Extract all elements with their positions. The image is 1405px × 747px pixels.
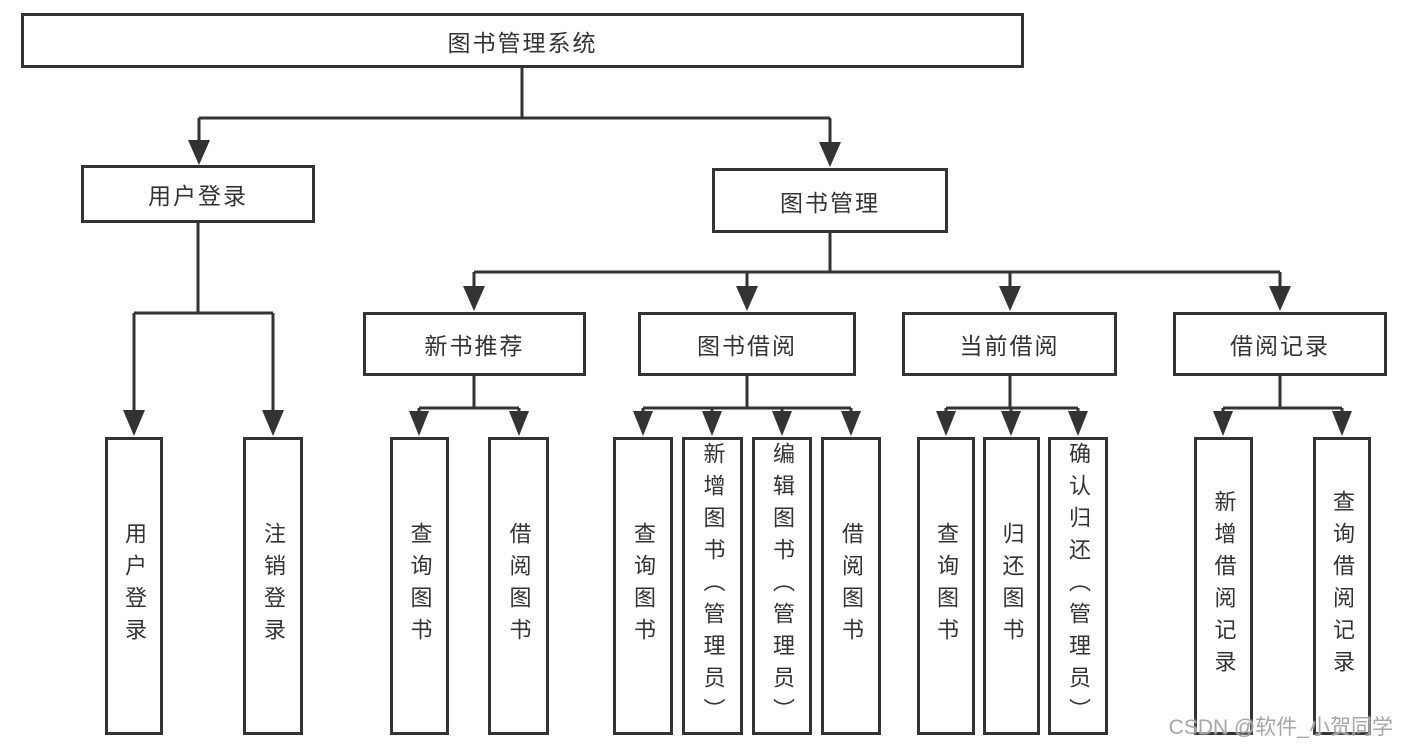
leaf-confirm-return-admin: 确认归还（管理员） xyxy=(1048,437,1108,735)
leaf-add-borrow-record: 新增借阅记录 xyxy=(1194,437,1253,735)
node-library-system: 图书管理系统 xyxy=(21,13,1024,68)
leaf-return-book: 归还图书 xyxy=(983,437,1040,735)
leaf-query-book: 查询图书 xyxy=(917,437,975,735)
leaf-logout: 注销登录 xyxy=(243,437,303,735)
leaf-borrow-book: 借阅图书 xyxy=(488,437,549,735)
leaf-user-login: 用户登录 xyxy=(105,437,163,735)
node-book-borrow: 图书借阅 xyxy=(638,312,856,376)
leaf-edit-book-admin: 编辑图书（管理员） xyxy=(752,437,812,735)
node-book-management-branch: 图书管理 xyxy=(712,168,948,233)
leaf-query-book: 查询图书 xyxy=(390,437,449,735)
leaf-borrow-book: 借阅图书 xyxy=(821,437,881,735)
node-user-login-branch: 用户登录 xyxy=(81,165,315,223)
node-current-borrow: 当前借阅 xyxy=(902,312,1117,376)
leaf-add-book-admin: 新增图书（管理员） xyxy=(682,437,743,735)
csdn-watermark: CSDN @软件_小贺同学 xyxy=(1168,716,1393,739)
leaf-query-book: 查询图书 xyxy=(613,437,673,735)
leaf-query-borrow-record: 查询借阅记录 xyxy=(1313,437,1371,735)
node-borrow-records: 借阅记录 xyxy=(1173,312,1387,376)
node-new-book-recommend: 新书推荐 xyxy=(363,312,586,376)
